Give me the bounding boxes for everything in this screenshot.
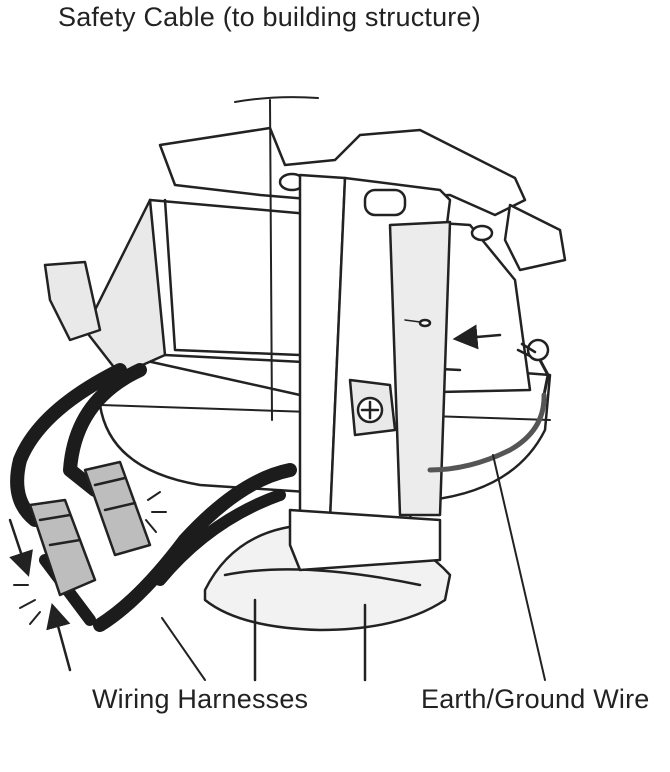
connector-left — [28, 498, 97, 597]
safety-cable-label: Safety Cable (to building structure) — [58, 2, 481, 32]
yoke-screw-icon — [356, 396, 384, 424]
click-mark-icon — [13, 491, 167, 625]
slot — [363, 188, 407, 217]
hanger-yoke — [288, 173, 452, 572]
ground-screw-icon — [516, 338, 550, 397]
wiring-harness — [10, 363, 297, 632]
safety-cable — [269, 99, 273, 421]
bracket-pin — [404, 318, 432, 328]
ground-wire-label: Earth/Ground Wire — [421, 684, 650, 714]
connector-right — [83, 460, 152, 557]
ground-wire — [427, 392, 547, 473]
push-arrow-icon — [8, 324, 502, 672]
leader-lines — [161, 454, 546, 681]
wiring-harnesses-label: Wiring Harnesses — [92, 684, 309, 714]
